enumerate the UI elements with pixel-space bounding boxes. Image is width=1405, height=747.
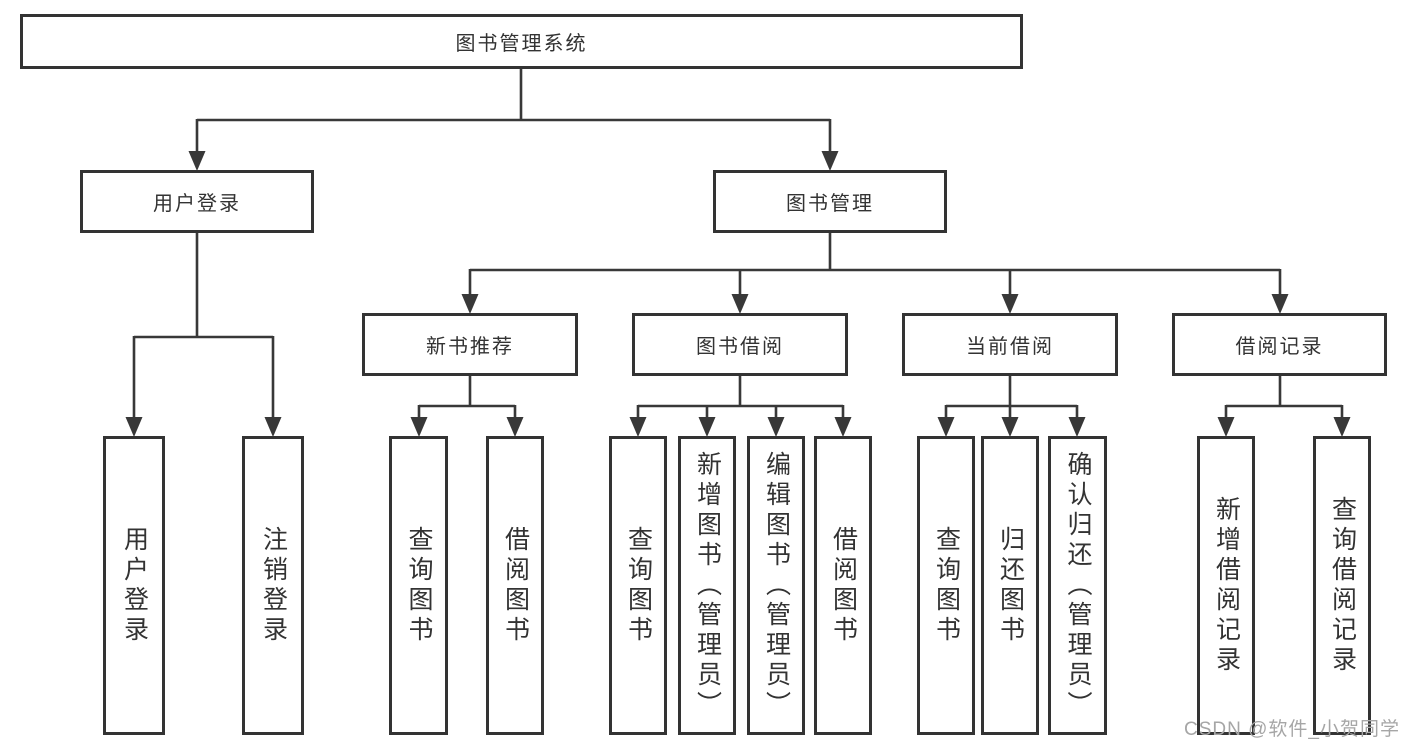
leaf-borrow-books-recommend: 借阅图书: [486, 436, 544, 735]
leaf-query-books-borrowing: 查询图书: [609, 436, 667, 735]
leaf-user-login: 用户登录: [103, 436, 165, 735]
node-root-library-system: 图书管理系统: [20, 14, 1023, 69]
leaf-query-books-recommend: 查询图书: [389, 436, 448, 735]
node-book-borrowing: 图书借阅: [632, 313, 848, 376]
node-new-book-recommend: 新书推荐: [362, 313, 578, 376]
leaf-confirm-return-admin: 确认归还（管理员）: [1048, 436, 1107, 735]
leaf-edit-books-admin: 编辑图书（管理员）: [747, 436, 805, 735]
leaf-borrow-books-borrowing: 借阅图书: [814, 436, 872, 735]
node-borrow-records: 借阅记录: [1172, 313, 1387, 376]
node-user-login: 用户登录: [80, 170, 314, 233]
leaf-query-borrow-record: 查询借阅记录: [1313, 436, 1371, 735]
leaf-logout-login: 注销登录: [242, 436, 304, 735]
leaf-add-books-admin: 新增图书（管理员）: [678, 436, 736, 735]
csdn-watermark: CSDN @软件_小贺同学: [1184, 719, 1400, 740]
leaf-query-books-current: 查询图书: [917, 436, 975, 735]
leaf-add-borrow-record: 新增借阅记录: [1197, 436, 1255, 735]
node-book-management: 图书管理: [713, 170, 947, 233]
leaf-return-books: 归还图书: [981, 436, 1039, 735]
node-current-borrowing: 当前借阅: [902, 313, 1118, 376]
arrowheads: [125, 151, 1351, 437]
